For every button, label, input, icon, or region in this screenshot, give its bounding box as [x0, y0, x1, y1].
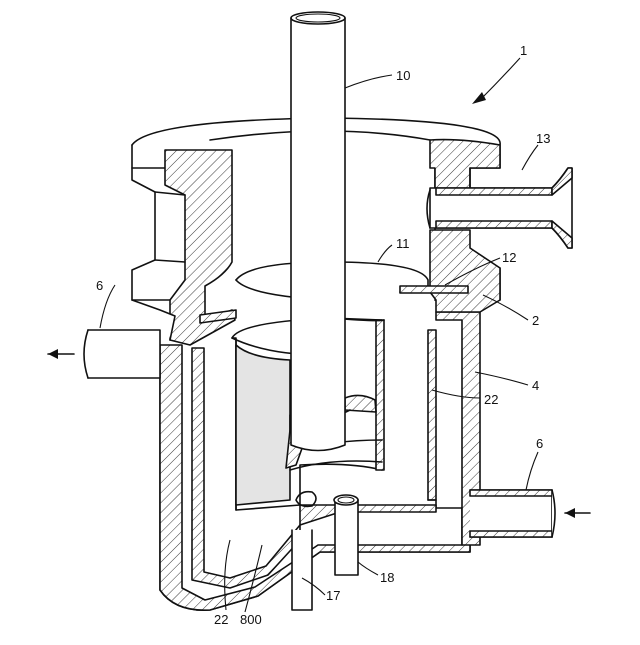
label-6-left: 6 — [96, 278, 103, 293]
label-10: 10 — [396, 68, 410, 83]
label-17: 17 — [326, 588, 340, 603]
left-pipe — [48, 330, 160, 378]
label-12: 12 — [502, 250, 516, 265]
right-pipe — [470, 490, 590, 537]
label-2: 2 — [532, 313, 539, 328]
label-13: 13 — [536, 131, 550, 146]
label-800: 800 — [240, 612, 262, 627]
label-22-right: 22 — [484, 392, 498, 407]
label-1: 1 — [520, 43, 527, 58]
label-22-bottom: 22 — [214, 612, 228, 627]
label-18: 18 — [380, 570, 394, 585]
shaft — [291, 12, 345, 451]
label-6-right: 6 — [536, 436, 543, 451]
label-11: 11 — [396, 236, 410, 251]
label-4: 4 — [532, 378, 539, 393]
